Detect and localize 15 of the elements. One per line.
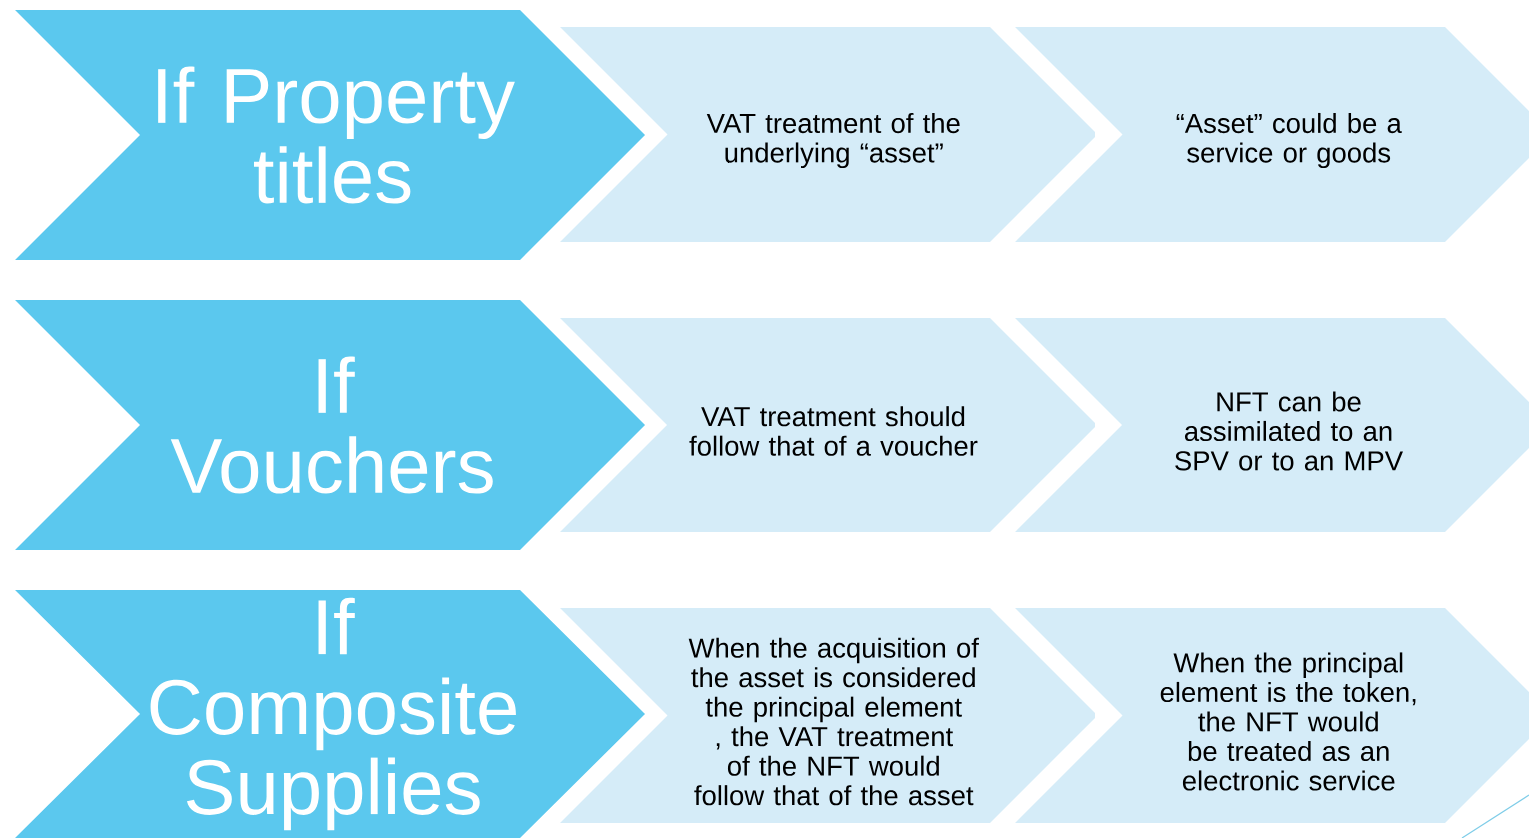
step-banner: VAT treatment should follow that of a voucher xyxy=(560,318,1095,532)
node-label: When the principal element is the token, the NFT would be treated as an electronic service xyxy=(1160,652,1416,791)
step-banner: NFT can be assimilated to an SPV or to an MPV xyxy=(1015,318,1529,532)
step-banner: VAT treatment of the underlying “asset” xyxy=(560,27,1095,242)
node-label: “Asset” could be a service or goods xyxy=(1176,112,1402,169)
node-label: NFT can be assimilated to an SPV or to an MPV xyxy=(1175,391,1403,471)
heading-banner: If Composite Supplies xyxy=(15,590,645,838)
node-label: When the acquisition of the asset is considered the principal element , the VAT treatment of the NFT would follow that of the asset xyxy=(688,637,979,806)
step-banner: “Asset” could be a service or goods xyxy=(1015,27,1529,242)
step-banner: When the principal element is the token, the NFT would be treated as an electronic service xyxy=(1015,608,1529,823)
node-label: VAT treatment of the underlying “asset” xyxy=(706,112,960,169)
heading-banner: If Property titles xyxy=(15,10,645,260)
heading-banner: If Vouchers xyxy=(15,300,645,550)
node-label: VAT treatment should follow that of a voucher xyxy=(689,406,978,456)
step-banner: When the acquisition of the asset is considered the principal element , the VAT treatment of the NFT would follow that of the asset xyxy=(560,608,1095,823)
